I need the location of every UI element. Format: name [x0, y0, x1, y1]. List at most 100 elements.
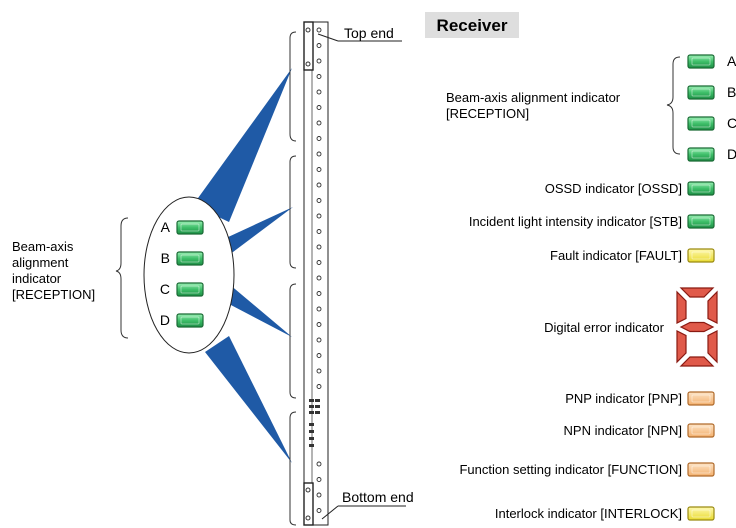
reception-zoom-ellipse [143, 196, 235, 354]
sensor-bar [303, 21, 329, 526]
beam-dot-10 [316, 182, 322, 188]
left-led-d [176, 313, 204, 328]
beam-dot-6 [316, 120, 322, 126]
bottom-screw-2 [305, 515, 311, 521]
left-reception-label: Beam-axis alignment indicator [RECEPTION… [12, 239, 95, 302]
left-led-c [176, 282, 204, 297]
indicator-4-label: PNP indicator [PNP] [565, 391, 682, 406]
bottom-end-label: Bottom end [342, 489, 414, 505]
segment-c [707, 330, 718, 364]
left-led-label-a: A [161, 219, 171, 235]
beam-dot-16 [316, 275, 322, 281]
beam-dot-27 [316, 508, 322, 513]
right-reception-panel: Beam-axis alignment indicator [RECEPTION… [446, 53, 736, 162]
reception-led-label-b: B [727, 84, 736, 100]
reception-led-c [687, 116, 715, 131]
indicator-0-label: OSSD indicator [OSSD] [545, 181, 682, 196]
beam-dot-22 [316, 368, 322, 374]
beam-dot-2 [316, 58, 322, 64]
indicator-2-label: Fault indicator [FAULT] [550, 248, 682, 263]
beam-dot-7 [316, 136, 322, 141]
beam-cones [193, 68, 293, 463]
indicator-7-label: Interlock indicator [INTERLOCK] [495, 506, 682, 521]
beam-dot-17 [316, 291, 322, 296]
indicator-4-led [687, 391, 715, 406]
title-background [425, 12, 519, 38]
indicator-1-led [687, 214, 715, 229]
receiver-title: Receiver [425, 12, 519, 38]
beam-dot-25 [316, 477, 322, 482]
beam-dot-0 [316, 27, 322, 33]
sensor-body [303, 21, 329, 526]
beam-cone-1 [193, 68, 292, 222]
left-led-label-d: D [160, 312, 170, 328]
reception-led-label-a: A [727, 53, 736, 69]
segment-b [707, 290, 718, 324]
bracket-section-d [289, 411, 297, 526]
segment-f [676, 290, 687, 324]
top-screw [305, 27, 311, 33]
segment-e [676, 330, 687, 364]
bracket-section-a [289, 31, 297, 142]
bottom-screw [305, 487, 311, 493]
bracket-section-b [289, 155, 297, 269]
beam-cone-4 [205, 336, 292, 463]
beam-dot-11 [316, 198, 322, 203]
beam-dot-8 [316, 151, 322, 157]
indicator-5-label: NPN indicator [NPN] [564, 423, 682, 438]
bottom-end-callout: Bottom end [321, 489, 414, 520]
left-led-label-c: C [160, 281, 170, 297]
bracket-section-c [289, 283, 297, 399]
indicator-5-led [687, 423, 715, 438]
indicator-2-led [687, 248, 715, 263]
right-reception-label: Beam-axis alignment indicator [RECEPTION… [446, 90, 624, 121]
beam-dot-19 [316, 322, 322, 327]
top-screw-2 [305, 61, 311, 67]
beam-dot-20 [316, 337, 322, 343]
beam-dots [305, 27, 322, 521]
left-bracket [115, 217, 129, 339]
reception-led-a [687, 54, 715, 69]
segment-d [679, 356, 715, 367]
beam-dot-5 [316, 105, 322, 110]
indicator-6-led [687, 462, 715, 477]
reception-led-d [687, 147, 715, 162]
section-brackets [289, 31, 297, 526]
indicator-7-led [687, 506, 715, 521]
beam-dot-13 [316, 229, 322, 234]
indicator-list: OSSD indicator [OSSD] Incident light inte… [459, 181, 715, 521]
left-led-a [176, 220, 204, 235]
digital-error-display [676, 287, 718, 367]
reception-led-label-d: D [727, 146, 736, 162]
beam-cone-2 [226, 207, 293, 255]
reception-led-label-c: C [727, 115, 736, 131]
top-end-callout: Top end [317, 25, 402, 42]
beam-dot-21 [316, 353, 322, 358]
top-end-label: Top end [344, 25, 394, 41]
beam-dot-4 [316, 89, 322, 95]
beam-cone-3 [229, 284, 292, 337]
beam-dot-14 [316, 244, 322, 250]
reception-led-b [687, 85, 715, 100]
right-bracket [666, 56, 681, 155]
left-led-b [176, 251, 204, 266]
indicator-6-label: Function setting indicator [FUNCTION] [459, 462, 682, 477]
beam-dot-18 [316, 306, 322, 312]
segment-a [679, 287, 715, 298]
beam-dot-23 [316, 384, 322, 389]
beam-dot-1 [316, 43, 322, 48]
segment-g [679, 321, 715, 333]
indicator-0-led [687, 181, 715, 196]
bottom-cap [303, 482, 314, 526]
indicator-1-label: Incident light intensity indicator [STB] [469, 214, 682, 229]
beam-dot-26 [316, 492, 322, 498]
beam-dot-12 [316, 213, 322, 219]
left-led-label-b: B [161, 250, 170, 266]
top-cap [303, 21, 314, 71]
beam-dot-15 [316, 260, 322, 265]
indicator-3-label: Digital error indicator [544, 320, 665, 335]
